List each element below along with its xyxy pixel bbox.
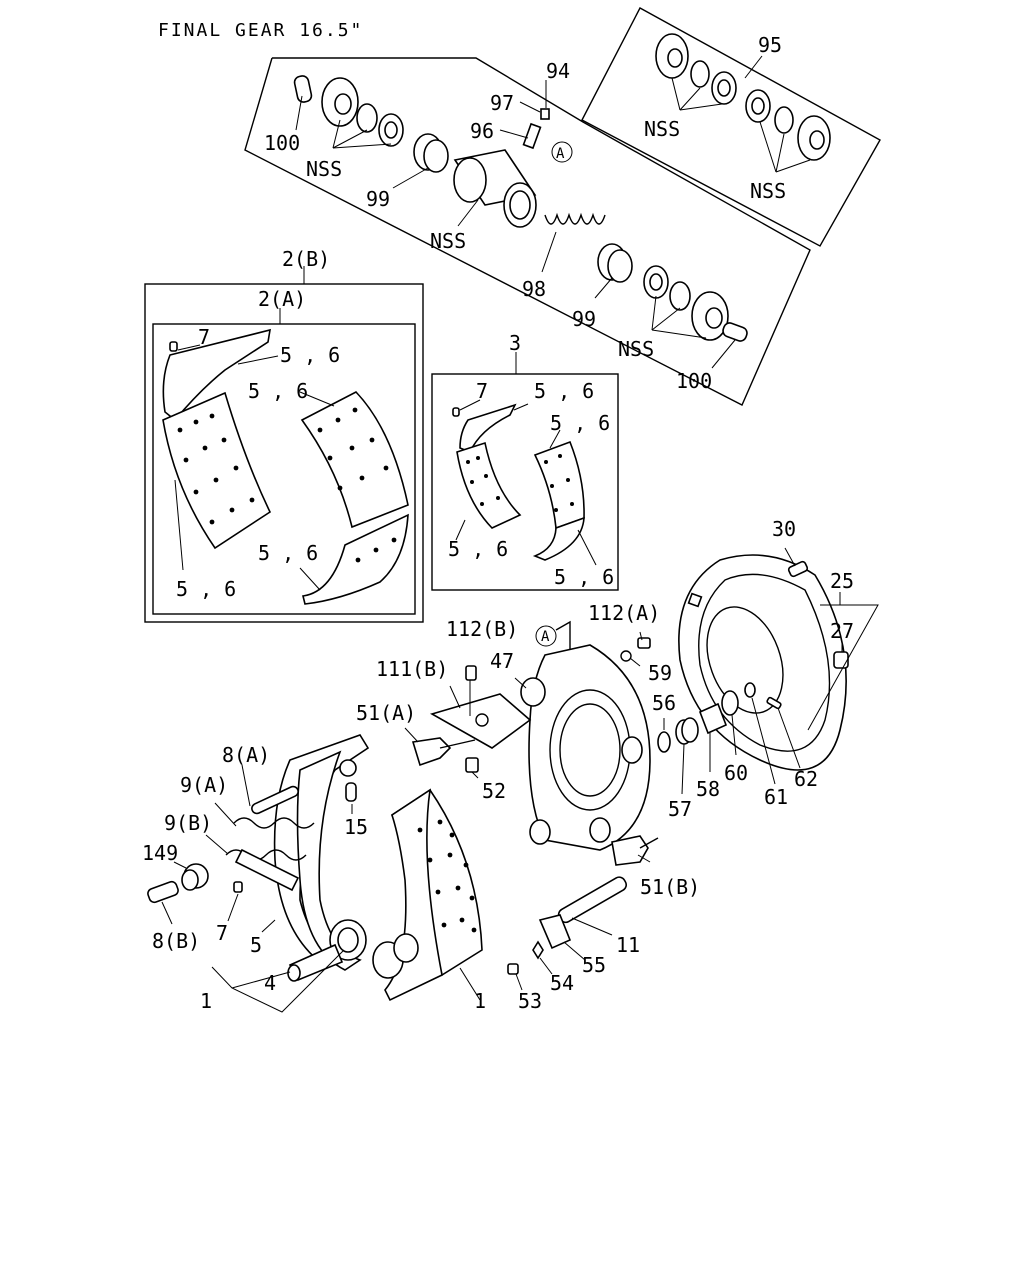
label-8b: 8(B): [152, 929, 200, 953]
label-3: 3: [509, 331, 521, 355]
label-111b: 111(B): [376, 657, 448, 681]
label-2b: 2(B): [282, 247, 330, 271]
label-99-bottom: 99: [572, 307, 596, 331]
label-47: 47: [490, 649, 514, 673]
label-7-c: 7: [216, 921, 228, 945]
label-9a: 9(A): [180, 773, 228, 797]
label-56-b3: 5 , 6: [448, 537, 508, 561]
label-56-a3: 5 , 6: [258, 541, 318, 565]
label-15: 15: [344, 815, 368, 839]
label-96: 96: [470, 119, 494, 143]
label-54: 54: [550, 971, 574, 995]
label-59: 59: [648, 661, 672, 685]
label-95: 95: [758, 33, 782, 57]
label-1-right: 1: [474, 989, 486, 1013]
label-57: 57: [668, 797, 692, 821]
callout-labels: 94 97 96 A 100 NSS 99 NSS 98 99 NSS 100 …: [142, 33, 854, 1013]
label-100-bottom: 100: [676, 369, 712, 393]
label-4: 4: [264, 971, 276, 995]
label-11: 11: [616, 933, 640, 957]
label-58: 58: [696, 777, 720, 801]
label-56: 56: [652, 691, 676, 715]
label-56-a1: 5 , 6: [280, 343, 340, 367]
label-7-b: 7: [476, 379, 488, 403]
label-5: 5: [250, 933, 262, 957]
label-nss-95b: NSS: [750, 179, 786, 203]
label-55: 55: [582, 953, 606, 977]
anchor-spider-group: [429, 620, 651, 851]
shoe-set-3-group: [431, 352, 619, 591]
label-98: 98: [522, 277, 546, 301]
bushing-parts-group: [657, 682, 801, 795]
label-97: 97: [490, 91, 514, 115]
label-56-b2: 5 , 6: [550, 411, 610, 435]
label-60: 60: [724, 761, 748, 785]
label-149: 149: [142, 841, 178, 865]
label-53: 53: [518, 989, 542, 1013]
label-56-b4: 5 , 6: [554, 565, 614, 589]
label-7-a: 7: [198, 325, 210, 349]
label-nss-cylinder: NSS: [430, 229, 466, 253]
label-112a: 112(A): [588, 601, 660, 625]
label-56-a2: 5 , 6: [248, 379, 308, 403]
wheel-cylinder-kit-group: [244, 57, 811, 406]
label-nss-1: NSS: [306, 157, 342, 181]
label-27: 27: [830, 619, 854, 643]
diagram-title: FINAL GEAR 16.5": [158, 20, 363, 41]
label-112b: 112(B): [446, 617, 518, 641]
label-99-top: 99: [366, 187, 390, 211]
label-51b: 51(B): [640, 875, 700, 899]
label-8a: 8(A): [222, 743, 270, 767]
shoe-set-2-group: [144, 266, 424, 623]
slack-adjuster-group: [404, 727, 659, 866]
left-brake-shoe-assembly: [147, 734, 370, 1013]
label-nss-95a: NSS: [644, 117, 680, 141]
label-30: 30: [772, 517, 796, 541]
label-a-mid: A: [541, 629, 550, 645]
label-52: 52: [482, 779, 506, 803]
label-61: 61: [764, 785, 788, 809]
repair-kit-95-group: [581, 7, 881, 247]
label-100-top: 100: [264, 131, 300, 155]
camshaft-group: [507, 876, 628, 991]
label-56-b1: 5 , 6: [534, 379, 594, 403]
label-2a: 2(A): [258, 287, 306, 311]
label-9b: 9(B): [164, 811, 212, 835]
label-25: 25: [830, 569, 854, 593]
label-94: 94: [546, 59, 570, 83]
label-56-a4: 5 , 6: [176, 577, 236, 601]
label-nss-2: NSS: [618, 337, 654, 361]
right-brake-shoe: [372, 788, 483, 1002]
label-a-top: A: [556, 146, 565, 162]
label-51a: 51(A): [356, 701, 416, 725]
label-62: 62: [794, 767, 818, 791]
label-1-left: 1: [200, 989, 212, 1013]
